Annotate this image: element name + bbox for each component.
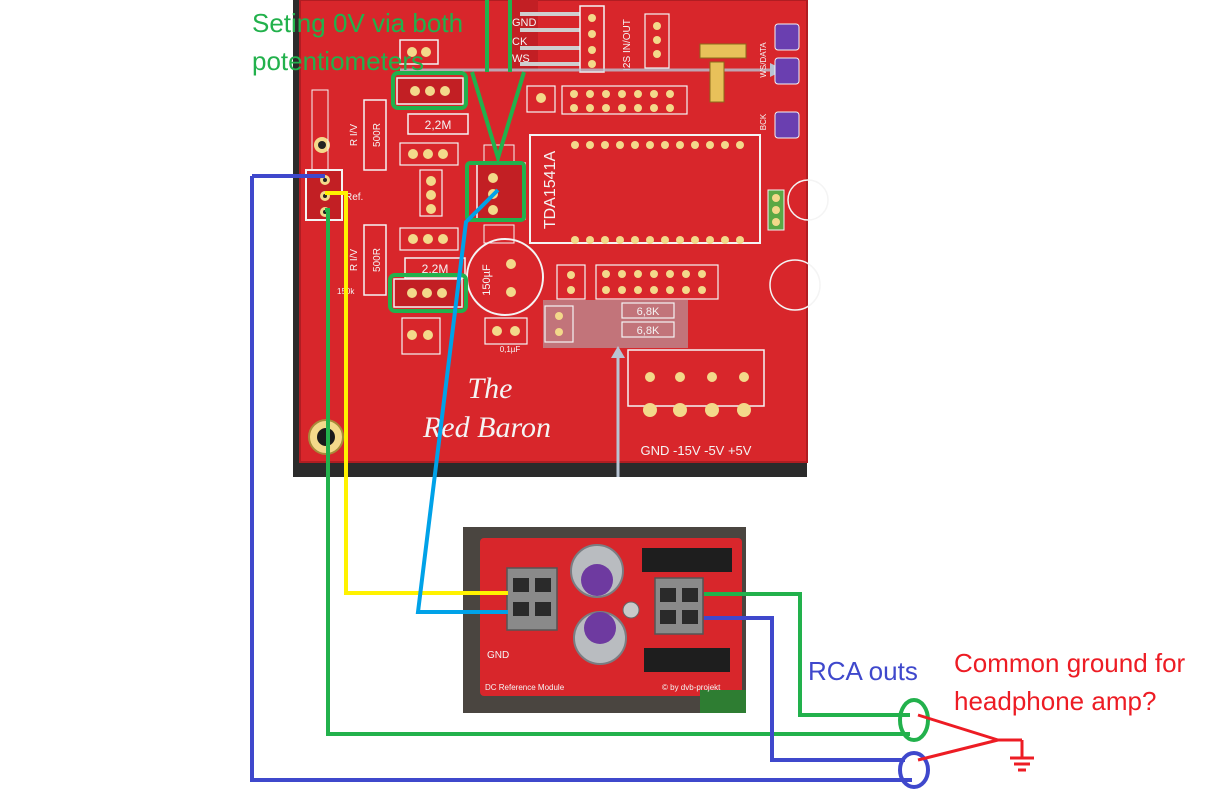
resistor-6k8-bottom: 6,8K bbox=[637, 325, 660, 337]
dc-module-gnd-label: GND bbox=[487, 650, 509, 661]
wires bbox=[250, 174, 912, 782]
pot-note-line-1: Seting 0V via both bbox=[252, 8, 464, 38]
bck-label: BCK bbox=[759, 113, 768, 130]
resistor-500r-top: 500R bbox=[372, 123, 383, 147]
capacitor-01uf-label: 0,1µF bbox=[500, 345, 521, 354]
i2s-ck-label: CK bbox=[512, 36, 528, 48]
r-iv-top-label: R I/V bbox=[349, 124, 360, 147]
chip-label: TDA1541A bbox=[542, 151, 559, 230]
highlight-output bbox=[465, 161, 526, 222]
power-labels: GND -15V -5V +5V bbox=[641, 443, 752, 458]
wire-green-left bbox=[325, 208, 910, 736]
i2s-header-label: I2S IN/OUT bbox=[622, 19, 633, 71]
ground-question-line-1: Common ground for bbox=[954, 648, 1186, 678]
dc-module-output-terminal bbox=[654, 577, 704, 635]
wire-yellow bbox=[325, 191, 508, 595]
pot-highlights bbox=[388, 0, 526, 313]
dc-module-title: DC Reference Module bbox=[485, 683, 565, 692]
pot-note-line-2: potentiometers bbox=[252, 46, 424, 76]
potentiometer-annotation: Seting 0V via both potentiometers bbox=[252, 4, 463, 80]
dc-reference-module: GND DC Reference Module © by dvb-projekt bbox=[463, 527, 746, 713]
resistor-500r-bottom: 500R bbox=[372, 248, 383, 272]
rca-output-blue bbox=[898, 751, 930, 789]
wire-blue-rca-ground bbox=[250, 176, 912, 782]
i2s-ws-label: WS bbox=[512, 53, 530, 65]
wire-green-right bbox=[704, 592, 910, 717]
dc-module-credit: © by dvb-projekt bbox=[662, 683, 721, 692]
highlight-pot-top bbox=[391, 71, 468, 110]
i2s-header-pins bbox=[510, 0, 605, 73]
main-dac-board: Ref. 2,2M 2,2M 500R R I/V 500R R I/V bbox=[293, 0, 829, 477]
common-ground-lines bbox=[917, 713, 1024, 762]
highlight-pot-bottom bbox=[388, 273, 468, 313]
svg-text:150µF: 150µF bbox=[481, 264, 493, 296]
rca-output-green bbox=[898, 698, 930, 742]
ground-symbol-icon bbox=[1010, 756, 1034, 772]
output-connector bbox=[476, 162, 526, 220]
resistor-2m2-top: 2,2M bbox=[425, 118, 452, 132]
i2s-gnd-label: GND bbox=[512, 17, 537, 29]
wire-lightblue bbox=[415, 188, 508, 614]
ref-label: Ref. bbox=[345, 192, 363, 203]
wire-blue-right bbox=[704, 616, 905, 762]
ground-question: Common ground for headphone amp? bbox=[954, 644, 1185, 720]
rca-outs-label: RCA outs bbox=[808, 656, 918, 686]
tda1541a-chip bbox=[529, 134, 761, 244]
ground-question-line-2: headphone amp? bbox=[954, 686, 1157, 716]
brand-line-1: The bbox=[468, 372, 513, 405]
dc-module-input-terminal bbox=[506, 567, 558, 631]
resistor-2m2-bottom: 2,2M bbox=[422, 262, 449, 276]
arrow-head bbox=[470, 71, 526, 165]
wdata-label: WS/DATA bbox=[759, 42, 768, 78]
r-iv-bottom-label: R I/V bbox=[349, 249, 360, 272]
power-terminal bbox=[627, 349, 765, 407]
resistor-6k8-top: 6,8K bbox=[637, 306, 660, 318]
